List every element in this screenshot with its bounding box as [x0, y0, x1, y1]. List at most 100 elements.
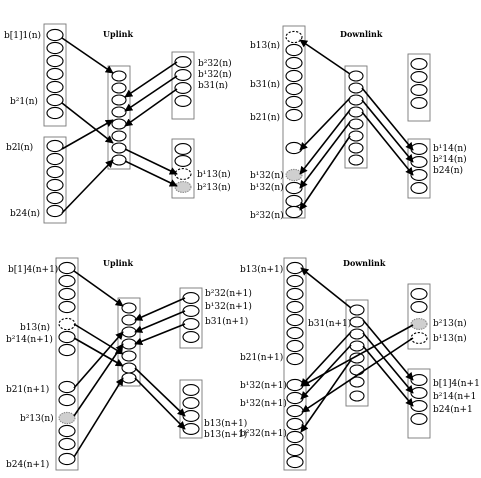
arrow [301, 337, 414, 413]
buffer-slot [174, 69, 192, 81]
buffer-user [55, 257, 79, 471]
buffer-slot [182, 397, 200, 409]
buffer-slot [285, 82, 303, 96]
buffer-slot [286, 417, 304, 431]
arrows [299, 39, 414, 211]
buffer-slot [182, 318, 200, 330]
label: b¹32(n+1) [205, 301, 252, 312]
buffer-slot [121, 350, 137, 362]
buffer-slot [286, 378, 304, 392]
buffer-slot [58, 437, 76, 451]
labels: b[1]4(n+1) b13(n) b²14(n+1) b21(n+1) b²1… [6, 264, 252, 470]
buffer-relay [107, 65, 131, 170]
buffer-slot [349, 340, 365, 352]
label: b31(n+1) [205, 316, 248, 327]
label: b13(n) [20, 322, 50, 333]
buffer-slot [174, 82, 192, 94]
nodes-user-3 [174, 56, 192, 107]
buffer-slot [285, 108, 303, 122]
buffer-slot [46, 28, 64, 42]
label: b¹32(n) [250, 182, 284, 193]
panel-uplink-n: Uplink [4, 23, 232, 224]
arrow [362, 332, 414, 394]
nodes-destination [182, 384, 200, 435]
buffer-slot [410, 387, 428, 399]
arrow [362, 345, 414, 407]
label: b²14(n+1) [6, 334, 53, 345]
arrow [299, 97, 351, 151]
buffer-slot [286, 455, 304, 469]
arrow [124, 160, 178, 187]
arrows [300, 267, 414, 433]
label: b²14(n) [433, 154, 467, 165]
arrow [73, 343, 124, 417]
buffer-slot [410, 169, 428, 181]
buffer-slot [410, 400, 428, 412]
arrow [61, 37, 114, 74]
buffer-slot [410, 182, 428, 194]
buffer-slot [349, 390, 365, 402]
arrow [361, 111, 414, 176]
buffer-slot-shaded [174, 181, 192, 193]
nodes-destination [410, 374, 428, 425]
buffer-slot [286, 404, 304, 418]
label: b¹32(n) [250, 170, 284, 181]
label: b[1]4(n+1 [433, 378, 480, 389]
label: b[1]1(n) [4, 30, 41, 41]
arrow [362, 319, 414, 381]
arrow [61, 102, 114, 144]
buffer-slot [58, 300, 76, 314]
arrow [299, 121, 351, 189]
buffer-slot [46, 106, 64, 120]
nodes-destination [174, 143, 192, 193]
arrow [124, 61, 178, 98]
buffer-slot [46, 204, 64, 218]
label: b²13(n) [197, 182, 231, 193]
arrow [134, 367, 186, 417]
buffer-slot [58, 424, 76, 438]
arrow [73, 337, 124, 367]
buffer-slot-shaded [410, 318, 428, 330]
arrow [61, 159, 114, 214]
arrow [361, 99, 414, 163]
nodes-relay [111, 70, 127, 166]
buffer-slot [58, 393, 76, 407]
arrow [361, 87, 414, 151]
buffer-slot [410, 143, 428, 155]
panel-title: Uplink [103, 258, 133, 268]
buffer-slot-dashed [58, 317, 76, 331]
buffer-slot [348, 94, 364, 106]
buffer-slot [349, 376, 365, 388]
buffer-user-3 [407, 283, 431, 350]
buffer-slot [286, 274, 304, 288]
buffer-user [283, 257, 307, 471]
label: b²32(n+1) [240, 428, 287, 439]
nodes-user [58, 261, 76, 466]
buffer-slot [46, 54, 64, 68]
panel-title: Uplink [103, 29, 133, 39]
buffer-slot [111, 70, 127, 82]
buffer-slot [111, 154, 127, 166]
arrow [73, 323, 124, 355]
buffer-slot [121, 338, 137, 350]
arrow [134, 297, 186, 321]
arrow [134, 310, 186, 333]
panel-title: Downlink [343, 258, 386, 268]
buffer-slot [121, 372, 137, 384]
buffer-slot [286, 261, 304, 275]
arrow [301, 324, 414, 387]
arrows [73, 270, 186, 458]
buffer-slot [285, 205, 303, 219]
buffer-slot [46, 165, 64, 179]
buffer-slot [410, 97, 428, 109]
nodes-relay [121, 302, 137, 384]
buffer-user-3 [407, 53, 431, 122]
arrow [73, 331, 124, 389]
arrow [134, 377, 186, 430]
panel-title: Downlink [340, 29, 383, 39]
buffer-slot [111, 82, 127, 94]
nodes-user [286, 261, 304, 469]
arrow [299, 39, 351, 75]
nodes-relay [348, 70, 364, 166]
labels: b13(n) b31(n) b21(n) b¹32(n) b¹32(n) b²3… [250, 40, 467, 221]
